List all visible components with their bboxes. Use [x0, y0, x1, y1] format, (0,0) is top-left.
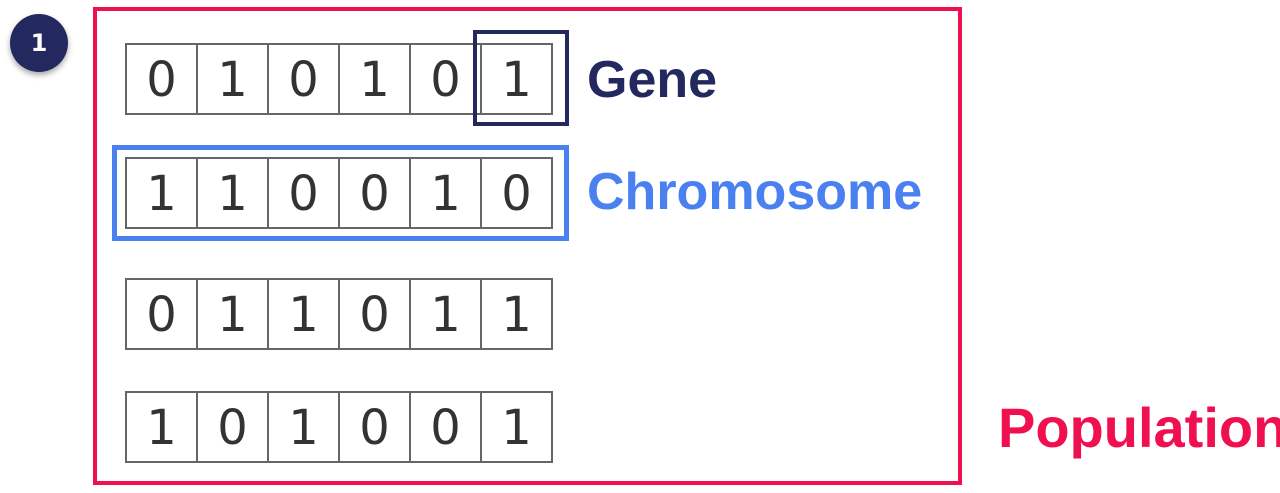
gene-cell: 0 [127, 45, 198, 113]
chromosome-highlight-box [112, 145, 569, 241]
gene-cell: 0 [411, 393, 482, 461]
chromosome-row: 0 1 1 0 1 1 [125, 278, 553, 350]
population-box [93, 7, 962, 485]
population-label: Population [998, 396, 1280, 459]
gene-cell: 1 [127, 159, 198, 227]
gene-cell: 0 [411, 45, 482, 113]
gene-cell: 0 [127, 280, 198, 348]
chromosome-row: 1 0 1 0 0 1 [125, 391, 553, 463]
gene-cell: 1 [411, 280, 482, 348]
gene-cell: 1 [411, 159, 482, 227]
gene-cell: 0 [198, 393, 269, 461]
gene-cell: 0 [340, 393, 411, 461]
gene-cell: 1 [198, 159, 269, 227]
gene-cell: 1 [482, 45, 553, 113]
chromosome-row: 0 1 0 1 0 1 [125, 43, 553, 115]
chromosome-label: Chromosome [587, 163, 923, 221]
gene-cell: 1 [269, 393, 340, 461]
gene-cell: 1 [482, 280, 553, 348]
gene-cell: 0 [482, 159, 553, 227]
gene-cell: 0 [340, 280, 411, 348]
gene-cell: 1 [198, 45, 269, 113]
gene-cell: 1 [198, 280, 269, 348]
gene-cell: 0 [269, 159, 340, 227]
gene-cell: 1 [482, 393, 553, 461]
gene-cell: 1 [269, 280, 340, 348]
gene-label: Gene [587, 51, 718, 109]
gene-cell: 0 [269, 45, 340, 113]
gene-highlight-box [473, 30, 569, 126]
gene-cell: 1 [127, 393, 198, 461]
chromosome-row: 1 1 0 0 1 0 [125, 157, 553, 229]
gene-cell: 1 [340, 45, 411, 113]
step-number-badge: 1 [10, 14, 68, 72]
gene-cell: 0 [340, 159, 411, 227]
